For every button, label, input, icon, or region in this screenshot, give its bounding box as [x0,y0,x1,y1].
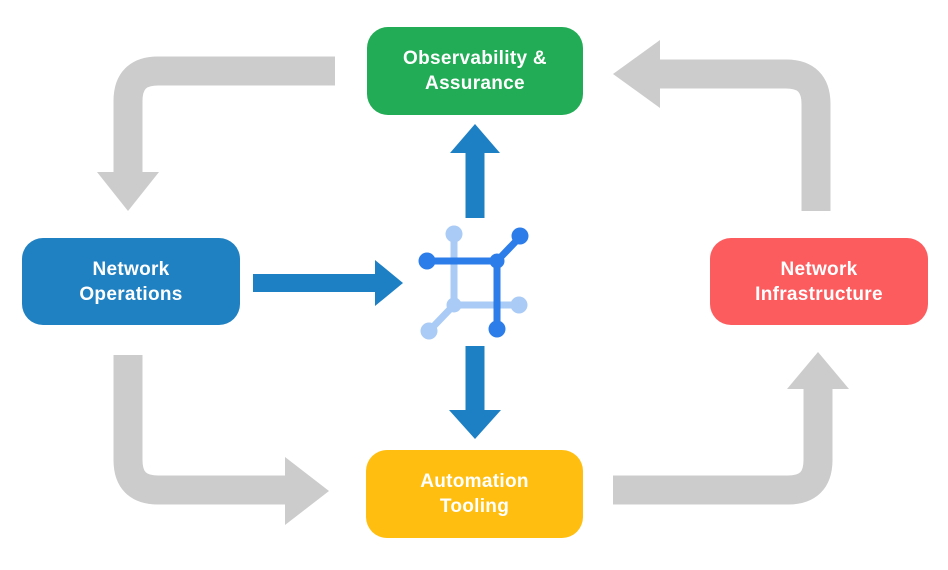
cycle-arrow-netops-to-autotool [113,355,286,505]
icon-light-node-right [510,296,528,314]
icon-light-node-top [445,225,463,243]
node-network-operations: Network Operations [22,238,240,325]
node-network-infrastructure: Network Infrastructure [710,238,928,325]
flow-arrows [253,124,501,439]
network-automation-icon [418,225,529,340]
flow-arrow-center-to-autotool-head [449,410,501,439]
icon-dark-parts [418,227,529,338]
cycle-arrow-netinfra-to-obs-head [613,40,660,108]
flow-arrow-netops-to-center-head [375,260,403,306]
cycle-arrow-obs-to-netops-head [97,172,159,211]
cycle-arrow-autotool-to-netinfra-head [787,352,849,389]
cycle-arrow-obs-to-netops [113,56,335,172]
node-observability-assurance: Observability & Assurance [367,27,583,115]
icon-dark-node-corner [489,253,505,269]
icon-light-node-bottomleft [420,322,438,340]
node-observability-assurance-label: Observability & Assurance [403,48,547,94]
icon-dark-node-bottom [488,320,506,338]
cycle-arrows [97,40,849,525]
icon-dark-node-left [418,252,436,270]
icon-dark-node-topright [511,227,529,245]
node-network-infrastructure-label: Network Infrastructure [755,258,883,305]
cycle-arrow-netinfra-to-obs [660,59,831,211]
cycle-arrow-netops-to-autotool-head [285,457,329,525]
node-network-operations-label: Network Operations [79,258,183,305]
cycle-arrow-autotool-to-netinfra [613,388,833,505]
node-automation-tooling: Automation Tooling [366,450,583,538]
icon-light-parts [420,225,528,340]
flow-arrow-center-to-obs-head [450,124,500,153]
node-automation-tooling-label: Automation Tooling [420,471,529,517]
icon-light-node-corner [446,297,462,313]
